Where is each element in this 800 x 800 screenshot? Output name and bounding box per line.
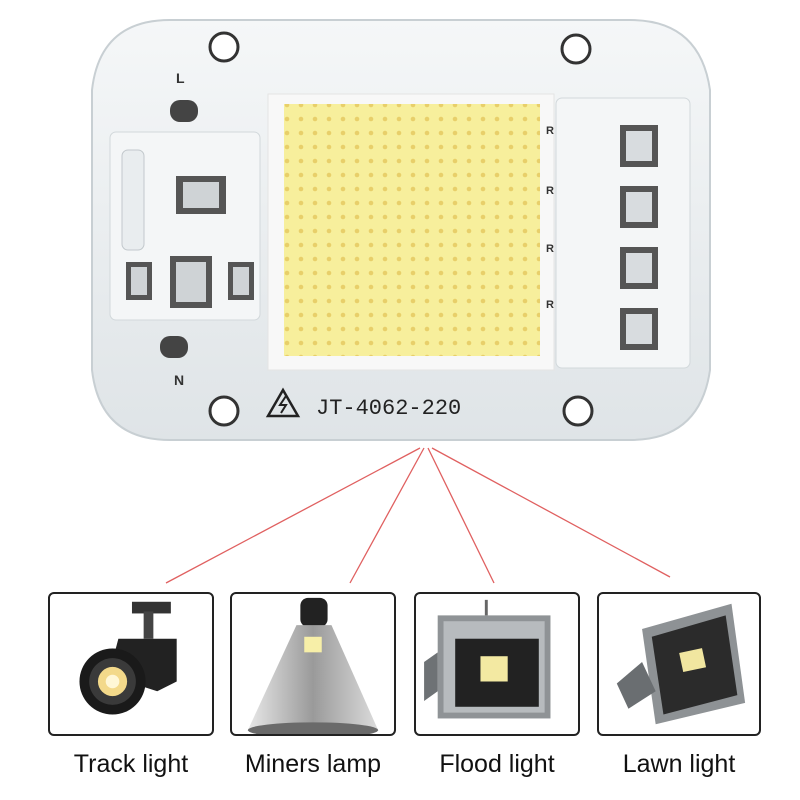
resistor-mark: R xyxy=(546,243,554,255)
flood-light-label: Flood light xyxy=(439,750,555,778)
warning-icon xyxy=(265,387,301,418)
label-l: L xyxy=(176,70,185,86)
model-number: JT-4062-220 xyxy=(316,396,461,421)
lawn-light-label: Lawn light xyxy=(622,750,736,778)
led-board-graphic: R R R R L N JT-4062-220 xyxy=(91,19,711,441)
mount-hole xyxy=(208,31,240,63)
led-emitter xyxy=(284,104,540,356)
miners-lamp-icon xyxy=(247,597,379,734)
resistor-mark: R xyxy=(546,125,554,137)
resistor-mark: R xyxy=(546,299,554,311)
solder-pad-n xyxy=(160,336,188,358)
miners-lamp-card xyxy=(230,592,396,736)
mount-hole xyxy=(562,395,594,427)
lawn-light-card xyxy=(597,592,761,736)
lawn-light-icon xyxy=(616,603,746,725)
miners-lamp-label: Miners lamp xyxy=(244,750,382,778)
label-n: N xyxy=(174,372,184,388)
track-light-card xyxy=(48,592,214,736)
mount-hole xyxy=(560,33,592,65)
mount-hole xyxy=(208,395,240,427)
track-light-icon xyxy=(79,601,177,715)
flood-light-icon xyxy=(424,599,551,719)
track-light-label: Track light xyxy=(73,750,189,778)
solder-pad-l xyxy=(170,100,198,122)
led-cob-board: R R R R L N JT-4062-220 xyxy=(91,19,711,441)
resistor-mark: R xyxy=(546,185,554,197)
flood-light-card xyxy=(414,592,580,736)
resistor-pads xyxy=(620,125,658,350)
